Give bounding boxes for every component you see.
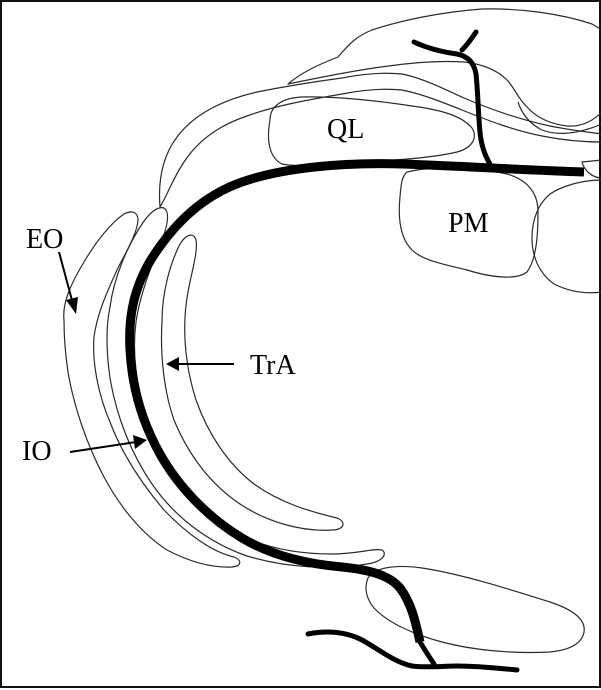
label-eo: EO	[26, 224, 63, 255]
label-pm: PM	[448, 208, 489, 239]
posterior-root-stem	[462, 32, 476, 50]
label-ql: QL	[327, 114, 364, 145]
io-arrow	[70, 442, 136, 452]
anterior-crossing-line	[308, 632, 517, 670]
anterior-crossing-line-upper	[420, 642, 434, 664]
eo-arrowhead	[66, 297, 78, 314]
eo-arrow	[59, 252, 73, 304]
io-arrowhead	[133, 435, 147, 449]
vertebra-outline	[532, 180, 601, 293]
vertebra-body-outline	[582, 160, 601, 178]
rectus-sheath-outline	[366, 566, 584, 652]
posterior-root-branch	[414, 42, 490, 164]
label-io: IO	[22, 436, 52, 467]
thoracolumbar-fascia	[130, 164, 584, 642]
ql-outline	[269, 97, 475, 166]
back-muscle-outline	[288, 9, 601, 126]
back-muscle-inner-outline	[518, 102, 601, 133]
tra-outline	[162, 235, 344, 530]
label-tra: TrA	[250, 350, 296, 381]
tra-arrowhead	[166, 357, 179, 371]
